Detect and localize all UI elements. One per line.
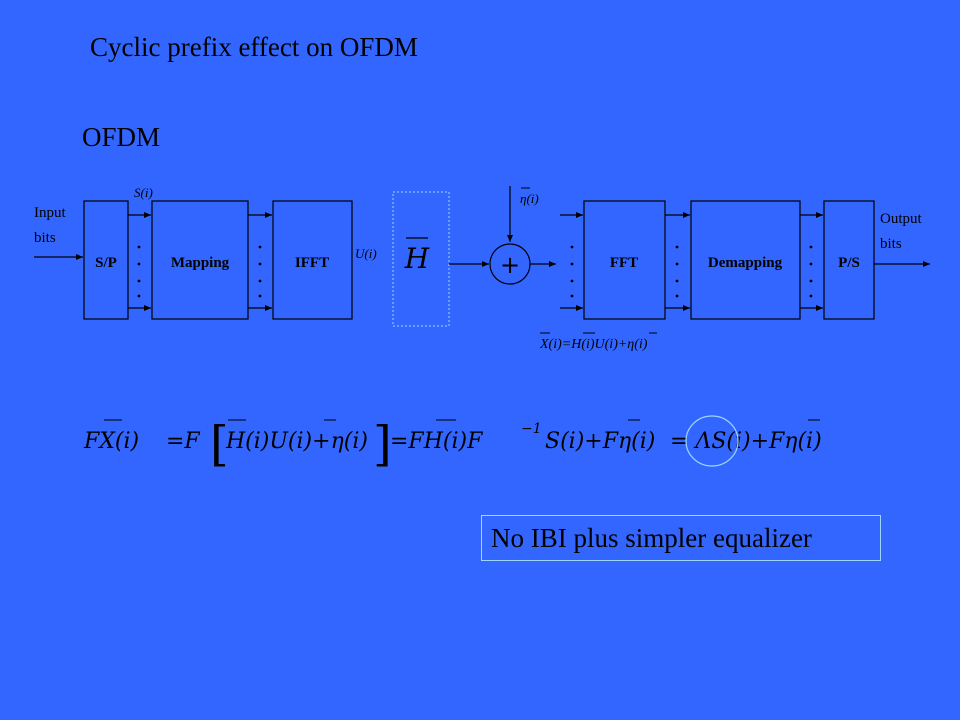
parallel-arrows-3 <box>560 212 583 311</box>
input-label-1: Input <box>34 205 66 221</box>
equation-part-5: = ΛS(i)+Fη(i) <box>670 429 822 454</box>
fft-block <box>583 200 666 320</box>
ps-label: P/S <box>838 255 860 271</box>
equation-part-1: =F <box>166 429 200 454</box>
right-bracket: ] <box>373 416 392 472</box>
adder-plus: + <box>500 251 520 279</box>
mapping-block <box>151 200 249 320</box>
eta-label: η(i) <box>520 191 539 206</box>
ps-block <box>823 200 875 320</box>
received-signal-text: X(i)=H(i)U(i)+η(i) <box>539 337 648 352</box>
dots-1 <box>137 245 141 298</box>
equation-part-3: =FH(i)F <box>390 429 483 454</box>
dots-5 <box>809 245 813 298</box>
s-i-label: S(i) <box>134 185 153 200</box>
parallel-arrows-4 <box>665 212 690 311</box>
fft-label: FFT <box>610 255 638 271</box>
parallel-arrows-5 <box>800 212 823 311</box>
input-label-2: bits <box>34 230 56 246</box>
equation-superscript: −1 <box>521 421 542 437</box>
left-bracket: [ <box>210 416 229 472</box>
dots-3 <box>570 245 574 298</box>
equation-lhs: FX(i) <box>83 429 139 454</box>
parallel-arrows-2 <box>248 212 272 311</box>
channel-box <box>392 191 450 327</box>
received-signal-equation: X(i)=H(i)U(i)+η(i) <box>539 332 657 352</box>
dots-4 <box>675 245 679 298</box>
highlight-ellipse <box>685 415 739 467</box>
ifft-block <box>272 200 353 320</box>
equation-part-2: H(i)U(i)+η(i) <box>225 429 368 454</box>
parallel-arrows-1 <box>128 212 151 311</box>
output-label-2: bits <box>880 236 902 252</box>
channel-label: H <box>404 242 430 275</box>
page-title: Cyclic prefix effect on OFDM <box>90 32 418 62</box>
u-i-label: U(i) <box>355 246 377 261</box>
section-title: OFDM <box>82 122 161 152</box>
mapping-label: Mapping <box>171 255 230 271</box>
output-label-1: Output <box>880 211 923 227</box>
note-box: No IBI plus simpler equalizer <box>481 515 881 561</box>
demapping-block <box>690 200 801 320</box>
sp-block <box>83 200 129 320</box>
demapping-label: Demapping <box>708 255 783 271</box>
dots-2 <box>258 245 262 298</box>
ifft-label: IFFT <box>295 255 329 271</box>
sp-label: S/P <box>95 255 117 271</box>
equation-part-4: S(i)+Fη(i) <box>545 429 655 454</box>
main-equation: FX(i) =F [ H(i)U(i)+η(i) ] =FH(i)F −1 S(… <box>83 416 822 472</box>
